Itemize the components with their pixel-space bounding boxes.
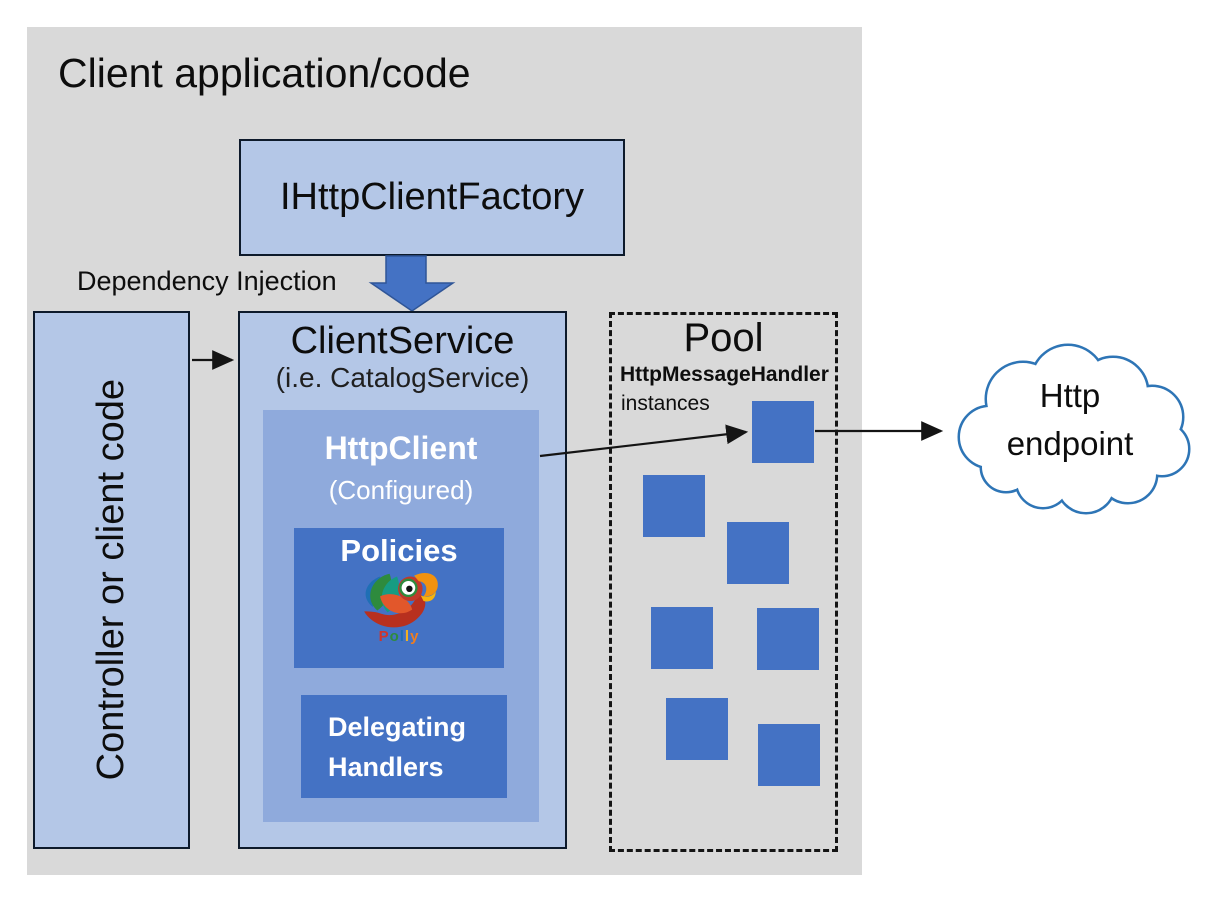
- controller-box: Controller or client code: [33, 311, 190, 849]
- http-message-handler-instance: [651, 607, 713, 669]
- http-endpoint-cloud-icon: [957, 343, 1191, 515]
- http-message-handler-instance: [758, 724, 820, 786]
- client-service-title: ClientService: [290, 320, 515, 362]
- delegating-handlers-line2: Handlers: [328, 752, 444, 782]
- policies-box: Policies Polly: [294, 528, 504, 668]
- ihttpclientfactory-box: IHttpClientFactory: [239, 139, 625, 256]
- client-application-title: Client application/code: [58, 50, 471, 96]
- ihttpclientfactory-label: IHttpClientFactory: [279, 176, 585, 218]
- delegating-handlers-box: Delegating Handlers: [301, 695, 507, 798]
- http-message-handler-instance: [757, 608, 819, 670]
- policies-title: Policies: [340, 533, 458, 568]
- polly-wordmark: Polly: [294, 629, 504, 644]
- http-message-handler-instance: [727, 522, 789, 584]
- controller-label: Controller or client code: [90, 379, 132, 781]
- http-client-subtitle: (Configured): [328, 475, 474, 505]
- http-client-title: HttpClient: [324, 430, 478, 466]
- http-message-handler-instance: [666, 698, 728, 760]
- polly-parrot-logo-icon: [364, 572, 438, 628]
- http-message-handler-instance: [643, 475, 705, 537]
- pool-instances-label: instances: [621, 392, 710, 415]
- http-endpoint-label: Http endpoint: [950, 372, 1190, 468]
- pool-box: Pool HttpMessageHandler instances: [609, 312, 838, 852]
- polly-letter: P: [378, 628, 390, 645]
- http-endpoint-line1: Http: [1039, 377, 1101, 414]
- http-endpoint-line2: endpoint: [1006, 425, 1134, 462]
- polly-letter: l: [404, 628, 411, 645]
- delegating-handlers-line1: Delegating: [328, 712, 467, 742]
- polly-letter: o: [389, 628, 400, 645]
- pool-title: Pool: [683, 316, 764, 360]
- http-message-handler-instance: [752, 401, 814, 463]
- client-service-subtitle: (i.e. CatalogService): [275, 361, 530, 393]
- polly-letter: l: [399, 628, 405, 645]
- polly-letter: y: [410, 628, 420, 645]
- pool-type-label: HttpMessageHandler: [620, 363, 829, 386]
- dependency-injection-label: Dependency Injection: [77, 266, 337, 296]
